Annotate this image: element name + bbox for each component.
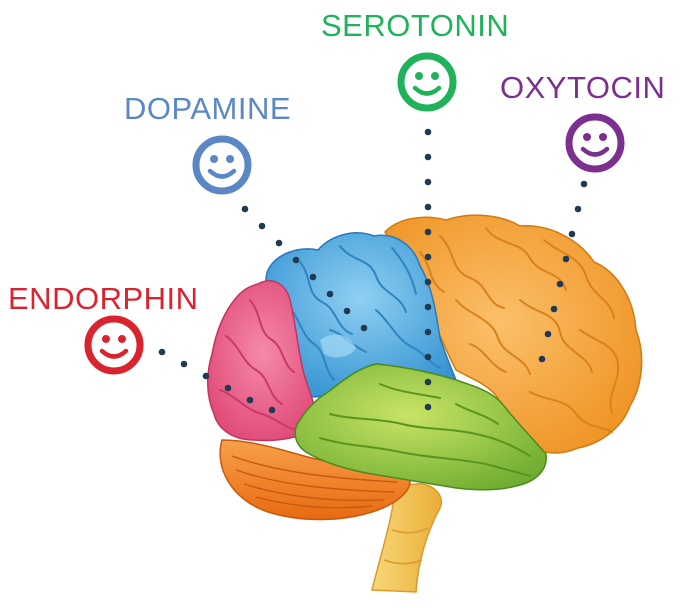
dopamine-smiley-icon	[196, 139, 248, 191]
dopamine-label: DOPAMINE	[124, 91, 291, 127]
endorphin-label: ENDORPHIN	[8, 281, 199, 317]
oxytocin-label: OXYTOCIN	[500, 70, 665, 106]
serotonin-smiley-icon	[401, 56, 453, 108]
oxytocin-smiley-icon	[569, 117, 621, 169]
serotonin-label: SEROTONIN	[321, 8, 509, 44]
endorphin-smiley-icon	[88, 319, 140, 371]
